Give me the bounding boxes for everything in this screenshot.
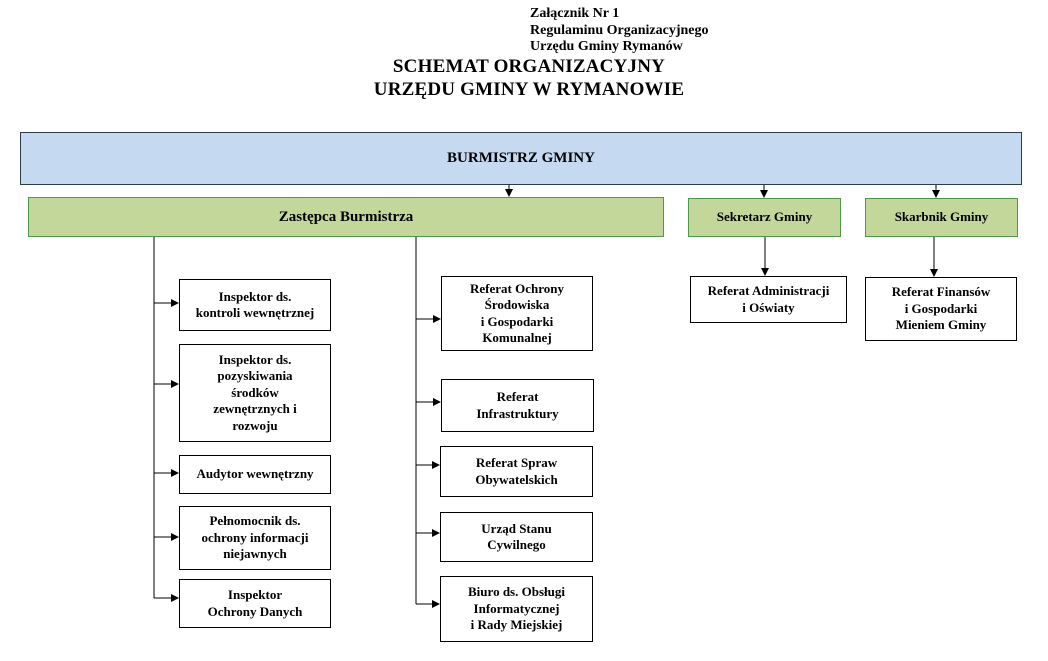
unit-label-line: Inspektor ds. [218, 288, 292, 304]
unit-label-line: środków [231, 384, 279, 400]
unit-label: Inspektor ds. pozyskiwania środków zewnę… [213, 352, 296, 435]
unit-label: Biuro ds. Obsługi Informatycznej i Rady … [468, 584, 565, 634]
unit-label-line: rozwoju [232, 417, 278, 433]
unit-label-line: Referat Administracji [707, 283, 830, 298]
unit-label: Urząd Stanu Cywilnego [481, 521, 551, 554]
unit-label-line: Ochrony Danych [207, 603, 303, 619]
unit-label-line: i Rady Miejskiej [470, 617, 563, 633]
unit-box: Referat Ochrony Środowiska i Gospodarki … [441, 276, 593, 351]
unit-box: Urząd Stanu Cywilnego [440, 512, 593, 562]
unit-label-line: i Gospodarki [904, 300, 978, 316]
unit-label-line: Obywatelskich [475, 471, 558, 487]
attachment-note-line: Załącznik Nr 1 [530, 6, 620, 21]
mayor-box: BURMISTRZ GMINY [20, 132, 1022, 185]
unit-label-line: Referat Spraw [475, 455, 558, 470]
unit-box: Pełnomocnik ds. ochrony informacji nieja… [179, 506, 331, 570]
unit-label-line: Komunalnej [482, 330, 552, 345]
unit-label: Inspektor Ochrony Danych [208, 587, 303, 620]
unit-label: Inspektor ds. kontroli wewnętrznej [196, 289, 315, 322]
unit-label-line: Pełnomocnik ds. [209, 513, 301, 529]
unit-label-line: Referat Finansów [891, 284, 991, 300]
chart-title-line-2: URZĘDU GMINY W RYMANOWIE [373, 79, 685, 100]
unit-box: Referat Spraw Obywatelskich [440, 446, 593, 497]
unit-box: Referat Administracji i Oświaty [690, 276, 847, 323]
unit-label-line: Audytor wewnętrzny [196, 466, 314, 482]
unit-label: Referat Finansów i Gospodarki Mieniem Gm… [892, 284, 991, 334]
unit-label-line: kontroli wewnętrznej [195, 305, 315, 320]
unit-label-line: Infrastruktury [476, 405, 559, 421]
unit-label-line: i Gospodarki [480, 313, 554, 329]
unit-label-line: Informatycznej [473, 600, 560, 616]
unit-label-line: niejawnych [223, 546, 287, 562]
unit-label-line: pozyskiwania [217, 368, 293, 384]
unit-label: Referat Ochrony Środowiska i Gospodarki … [470, 281, 564, 347]
unit-box: Referat Finansów i Gospodarki Mieniem Gm… [865, 277, 1017, 341]
unit-label-line: Referat [496, 389, 539, 404]
unit-box: Inspektor ds. kontroli wewnętrznej [179, 279, 331, 331]
unit-label: Pełnomocnik ds. ochrony informacji nieja… [202, 513, 309, 563]
treasurer-box: Skarbnik Gminy [865, 198, 1018, 237]
attachment-note: Załącznik Nr 1 Regulaminu Organizacyjneg… [530, 6, 709, 56]
attachment-note-line: Urzędu Gminy Rymanów [530, 39, 683, 54]
unit-box: Inspektor ds. pozyskiwania środków zewnę… [179, 344, 331, 442]
unit-label-line: Inspektor ds. [218, 351, 292, 367]
unit-box: Inspektor Ochrony Danych [179, 579, 331, 628]
unit-label-line: Biuro ds. Obsługi [468, 584, 565, 600]
unit-label-line: Referat Ochrony [470, 280, 564, 296]
unit-label-line: ochrony informacji [201, 529, 309, 545]
unit-label-line: zewnętrznych i [213, 401, 297, 417]
unit-label-line: Mieniem Gminy [895, 317, 987, 333]
unit-label: Referat Administracji i Oświaty [708, 283, 830, 316]
chart-title-line-1: SCHEMAT ORGANIZACYJNY [392, 56, 666, 77]
unit-label-line: i Oświaty [742, 299, 795, 315]
deputy-mayor-box: Zastępca Burmistrza [28, 197, 664, 237]
unit-label-line: Inspektor [227, 587, 283, 602]
unit-label: Audytor wewnętrzny [196, 466, 313, 483]
secretary-box: Sekretarz Gminy [688, 198, 841, 237]
unit-box: Referat Infrastruktury [441, 379, 594, 432]
unit-label-line: Cywilnego [487, 537, 546, 552]
unit-label-line: Środowiska [484, 297, 550, 312]
unit-label: Referat Spraw Obywatelskich [475, 455, 557, 488]
unit-box: Audytor wewnętrzny [179, 455, 331, 494]
unit-label-line: Urząd Stanu [481, 520, 552, 536]
unit-label: Referat Infrastruktury [476, 389, 558, 422]
attachment-note-line: Regulaminu Organizacyjnego [530, 22, 709, 38]
unit-box: Biuro ds. Obsługi Informatycznej i Rady … [440, 576, 593, 642]
